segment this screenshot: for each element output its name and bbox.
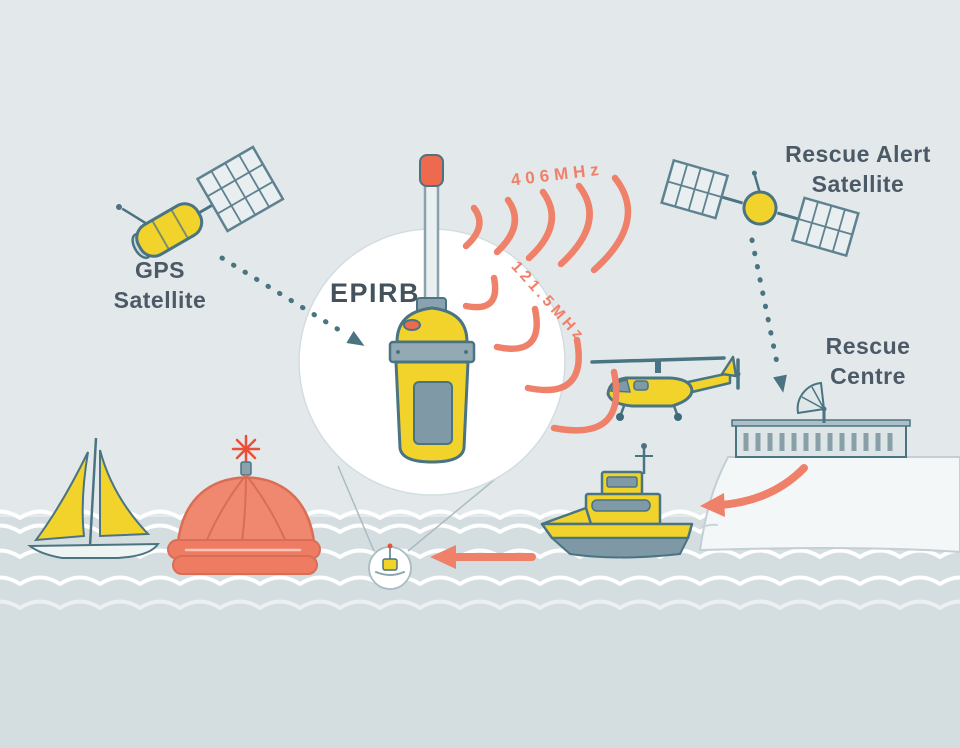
satellite-to-centre-arrowhead (773, 374, 787, 393)
sailboat-jib-sail (33, 451, 89, 542)
dotted-signal-arrows (219, 237, 787, 393)
gps-satellite-label-line1: GPS (135, 257, 185, 283)
rescue-centre (698, 381, 960, 554)
helicopter-gear-struts (619, 405, 679, 415)
epirb-activation-button (403, 319, 421, 331)
epirb-antenna-cap (419, 154, 444, 187)
gps-satellite-label-line2: Satellite (114, 287, 207, 313)
radio-wave-arc (590, 174, 632, 274)
helicopter-main-rotor (590, 356, 726, 364)
floating-epirb-waterline (375, 571, 405, 576)
gps-panel-boom (197, 203, 214, 215)
radio-wave-arc (462, 204, 483, 250)
gps-satellite-icon (116, 145, 285, 260)
satellite-solar-grid-right (798, 201, 853, 252)
radio-wave-arc (557, 182, 593, 268)
lifeboat-deck-hull (540, 522, 694, 540)
lifeboat-icon (540, 443, 694, 559)
gps-signal-dotted-line (219, 255, 347, 336)
radio-waves-406 (462, 174, 632, 274)
satellite-boom-left (721, 195, 744, 205)
sailboat-main-sail (99, 449, 151, 538)
satellite-boom-right (776, 211, 799, 221)
lifeboat-lower-hull (551, 537, 689, 559)
radio-wave-arc (493, 305, 540, 352)
raft-canopy-seams (205, 474, 287, 543)
building-roof (731, 419, 911, 427)
life-raft-icon (167, 434, 321, 575)
radio-wave-arc (462, 274, 499, 311)
helicopter-tail-fin (720, 355, 738, 378)
satellite-antenna-tip (751, 170, 757, 176)
radio-waves-121 (462, 274, 620, 434)
raft-tube-lower (172, 555, 318, 575)
flashing-light-center (243, 446, 249, 452)
rescue-alert-label-line1: Rescue Alert (785, 141, 931, 167)
arrow-to-casualty-head (430, 545, 456, 569)
epirb-screen (413, 381, 453, 445)
gps-antenna (121, 207, 149, 226)
radio-wave-arc (524, 336, 582, 394)
raft-beacon-mast (240, 461, 252, 476)
satellite-body (742, 190, 778, 226)
satellite-antenna (753, 174, 762, 194)
floating-epirb-light (387, 543, 393, 549)
gps-antenna-tip (116, 204, 123, 211)
rescue-centre-label-line1: Rescue (826, 333, 911, 359)
rescue-centre-label-line2: Centre (830, 363, 906, 389)
satellite-solar-grid-left (667, 164, 722, 215)
rescue-alert-label-line2: Satellite (812, 171, 905, 197)
epirb-band-bolt-left (396, 350, 400, 354)
helicopter-front-wheel (616, 413, 624, 421)
dish-ribs (801, 386, 825, 410)
lifeboat-wheelhouse-window (606, 476, 638, 488)
epirb-antenna (423, 178, 440, 312)
epirb-top-dome (395, 306, 469, 344)
helicopter-tail-rotor-hub (735, 371, 741, 377)
radio-wave-arc (550, 368, 620, 434)
helicopter-rear-wheel (674, 413, 682, 421)
gps-body-seams (151, 209, 189, 250)
radio-wave-arc (493, 196, 519, 256)
gps-body (135, 202, 204, 258)
sailboat-icon (27, 437, 160, 559)
arrow-dispatch-head (700, 493, 725, 517)
sailboat-hull (27, 542, 160, 559)
epirb-label: EPIRB (330, 278, 420, 308)
helicopter-icon (590, 355, 741, 421)
rescue-direction-arrows (430, 464, 808, 569)
satellite-to-centre-dotted-line (749, 237, 781, 371)
satellite-dish-icon (796, 381, 827, 423)
dish-hub (821, 406, 827, 412)
helicopter-side-window (633, 380, 649, 391)
radio-wave-arc (525, 188, 556, 262)
gps-signal-arrowhead (346, 331, 365, 346)
rescue-alert-satellite-icon (660, 158, 860, 258)
magnifier-cone-left (337, 465, 375, 552)
building-windows (743, 433, 893, 451)
lifeboat-cabin-windows (591, 499, 651, 512)
epirb-magnifier-circle: EPIRB (298, 154, 566, 496)
sailboat-mast (88, 437, 98, 547)
helicopter-rotor-mast (655, 361, 661, 373)
arrow-dispatch-shaft (716, 464, 808, 509)
floating-epirb-body (382, 558, 398, 571)
epirb-band-bolt-right (464, 350, 468, 354)
gps-solar-grid (207, 154, 274, 224)
epirb-band (388, 340, 476, 364)
epirb-beacon-icon (388, 154, 476, 464)
lifeboat-radar (641, 443, 647, 449)
